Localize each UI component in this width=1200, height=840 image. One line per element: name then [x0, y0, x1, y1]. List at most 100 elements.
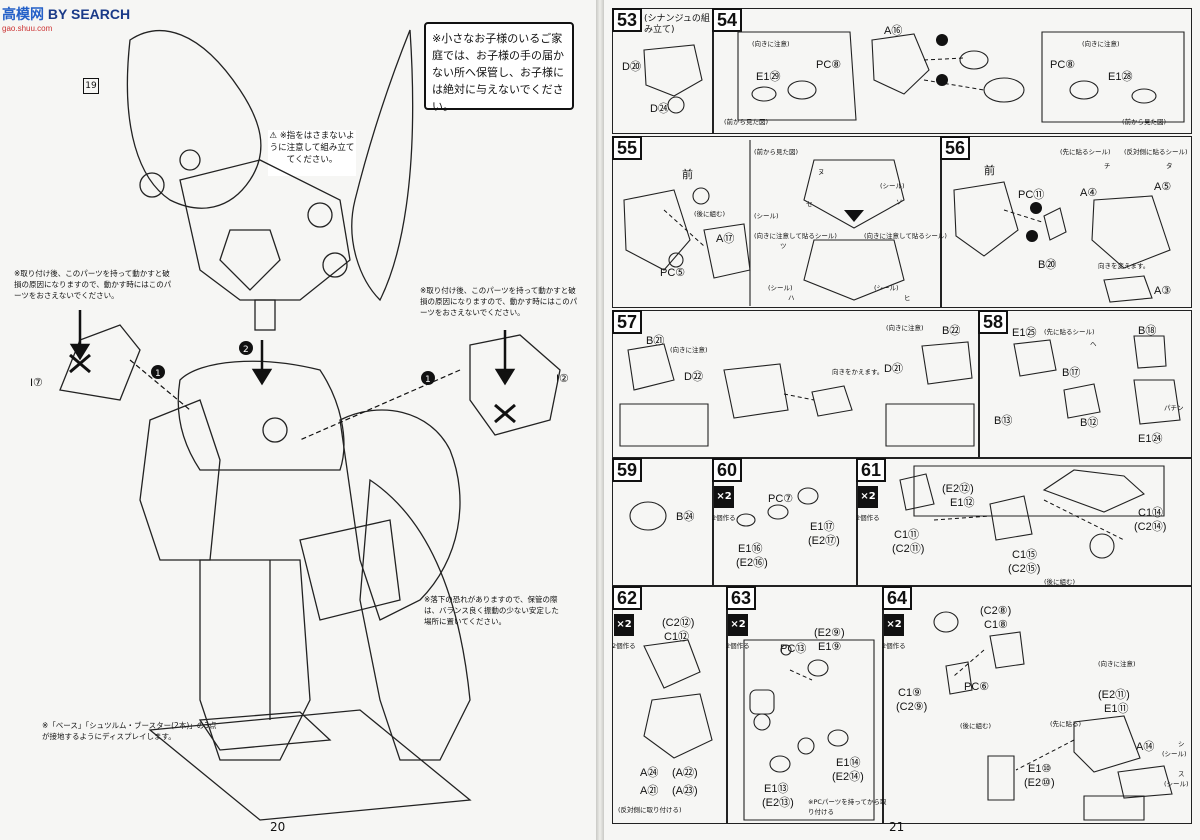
step-54-number: 54: [712, 8, 743, 32]
step-55-panel: [612, 136, 942, 308]
step-57-rotate: 向きをかえます。: [832, 368, 884, 376]
part-pc13: PC⑬: [780, 643, 807, 655]
step-57-number: 57: [612, 310, 643, 334]
step-55-seal-1: (シール): [880, 182, 905, 190]
step-58-seal-first: (先に貼るシール): [1044, 328, 1095, 336]
step-55-seal-4: (シール): [874, 284, 899, 292]
part-e2-17: (E2⑰): [808, 535, 840, 547]
part-d22: D㉒: [684, 371, 703, 383]
part-e1-11: E1⑪: [1104, 703, 1129, 715]
step-63-times: ×2: [728, 614, 748, 636]
part-e1-28: E1㉘: [1108, 71, 1133, 83]
step-56-rotate: 向きを変えます。: [1098, 262, 1150, 270]
click-sound: パチン: [1164, 404, 1184, 412]
step-64-seal-2: (シール): [1164, 780, 1189, 788]
step-19-label: 19: [83, 78, 99, 94]
step-64-number: 64: [882, 586, 913, 610]
part-d20: D⑳: [622, 61, 641, 73]
step-62-number: 62: [612, 586, 643, 610]
seal-mark-su: ス: [1178, 770, 1185, 778]
step-55-number: 55: [612, 136, 643, 160]
left-page: 高模网 BY SEARCH gao.shuu.com 19 ※小さなお子様のいる…: [0, 0, 596, 840]
note-base: ※「ベース」「シュツルム・ブースター(2本)」の3点が接地するようにディスプレイ…: [42, 721, 217, 741]
part-b17: B⑰: [1062, 367, 1081, 379]
part-c2-12: (C2⑫): [662, 617, 695, 629]
part-e2-13: (E2⑬): [762, 797, 794, 809]
part-e2-12: (E2⑫): [942, 483, 974, 495]
arrow-down-icon: [844, 210, 864, 222]
step-58-number: 58: [978, 310, 1009, 334]
step-63-panel: [726, 586, 884, 824]
right-page: 53 54 55 56 57 58 59 60 61 62 63 64 ×2 2…: [604, 0, 1200, 840]
step-56-seal-first: (先に貼るシール): [1060, 148, 1111, 156]
part-a4: A④: [1080, 187, 1098, 199]
note-right: ※取り付け後、このパーツを持って動かすと破損の原因になりますので、動かす時にはこ…: [420, 286, 578, 317]
step-58-panel: [978, 310, 1192, 458]
step-62-times: ×2: [614, 614, 634, 636]
part-e2-9: (E2⑨): [814, 627, 845, 639]
part-e2-16: (E2⑯): [736, 557, 768, 569]
order-1-left: 1: [155, 369, 161, 379]
part-i7-label: I⑦: [30, 377, 43, 389]
seal-mark-nu: ヌ: [818, 168, 825, 176]
step-60-number: 60: [712, 458, 743, 482]
order-2: 2: [243, 345, 249, 355]
step-54-caution-right: (向きに注意): [1082, 40, 1120, 48]
part-b24: B㉔: [676, 511, 695, 523]
part-e1-17: E1⑰: [810, 521, 835, 533]
part-b18: B⑱: [1138, 325, 1157, 337]
step-61-later: (後に組む): [1044, 578, 1076, 586]
step-59-number: 59: [612, 458, 643, 482]
step-55-front: 前: [682, 169, 693, 181]
part-e1-24: E1㉔: [1138, 433, 1163, 445]
part-e1-10: E1⑩: [1028, 763, 1052, 775]
step-57-caution-right: (向きに注意): [886, 324, 924, 332]
step-56-panel: [940, 136, 1192, 308]
part-e1-13: E1⑬: [764, 783, 789, 795]
watermark-brand-cn: 高模网: [2, 6, 44, 22]
seal-mark-ha: ハ: [788, 294, 795, 302]
part-b22: B㉒: [942, 325, 961, 337]
part-a14: A⑭: [1136, 741, 1155, 753]
part-c2-9: (C2⑨): [896, 701, 928, 713]
part-c2-11: (C2⑪): [892, 543, 925, 555]
step-63-number: 63: [726, 586, 757, 610]
step-54-panel: [712, 8, 1192, 134]
assembly-line-drawings: [619, 31, 1185, 821]
part-b20: B⑳: [1038, 259, 1057, 271]
watermark: 高模网 BY SEARCH gao.shuu.com: [2, 4, 130, 33]
note-fall: ※落下の恐れがありますので、保管の際は、バランス良く振動の少ない安定した場所に置…: [424, 595, 559, 626]
part-c2-14: (C2⑭): [1134, 521, 1167, 533]
step-60-panel: [712, 458, 858, 586]
part-e2-14: (E2⑭): [832, 771, 864, 783]
part-a16: A⑯: [884, 25, 903, 37]
part-c2-15: (C2⑮): [1008, 563, 1041, 575]
step-59-panel: [612, 458, 714, 586]
part-a3: A③: [1154, 285, 1172, 297]
part-a17: A⑰: [716, 233, 735, 245]
step-60-make2: 2個作る: [712, 514, 736, 522]
seal-mark-he: ヘ: [1090, 340, 1097, 348]
warning-icon: ⚠: [269, 131, 280, 141]
finger-warning-text: ※指をはさまないように注意して組み立ててください。: [269, 131, 355, 165]
step-61-make2: 2個作る: [856, 514, 880, 522]
page-number-21: 21: [889, 820, 905, 834]
step-62-opposite: (反対側に取り付ける): [618, 806, 682, 814]
finger-warning: ⚠ ※指をはさまないように注意して組み立ててください。: [268, 130, 356, 176]
page-number-20: 20: [270, 820, 286, 834]
seal-mark-chi: チ: [1104, 162, 1111, 170]
child-safety-warning: ※小さなお子様のいるご家庭では、お子様の手の届かない所へ保管し、お子様には絶対に…: [424, 22, 574, 113]
step-60-times: ×2: [714, 486, 734, 508]
step-64-seal-first: (先に貼る): [1050, 720, 1082, 728]
step-64-later: (後に組む): [960, 722, 992, 730]
step-55-seal-caution-left: (向きに注意して貼るシール): [754, 232, 837, 240]
seal-mark-hi: ヒ: [904, 294, 911, 302]
step-57-panel: [612, 310, 980, 458]
part-e1-12: E1⑫: [950, 497, 975, 509]
step-61-panel: [856, 458, 1192, 586]
part-pc8-right: PC⑧: [1050, 59, 1076, 71]
part-pc11: PC⑪: [1018, 189, 1045, 201]
part-d21: D㉑: [884, 363, 903, 375]
watermark-brand-en: BY SEARCH: [47, 6, 131, 22]
step-63-pc-note: ※PCパーツを持ってから取り付ける: [808, 798, 887, 816]
